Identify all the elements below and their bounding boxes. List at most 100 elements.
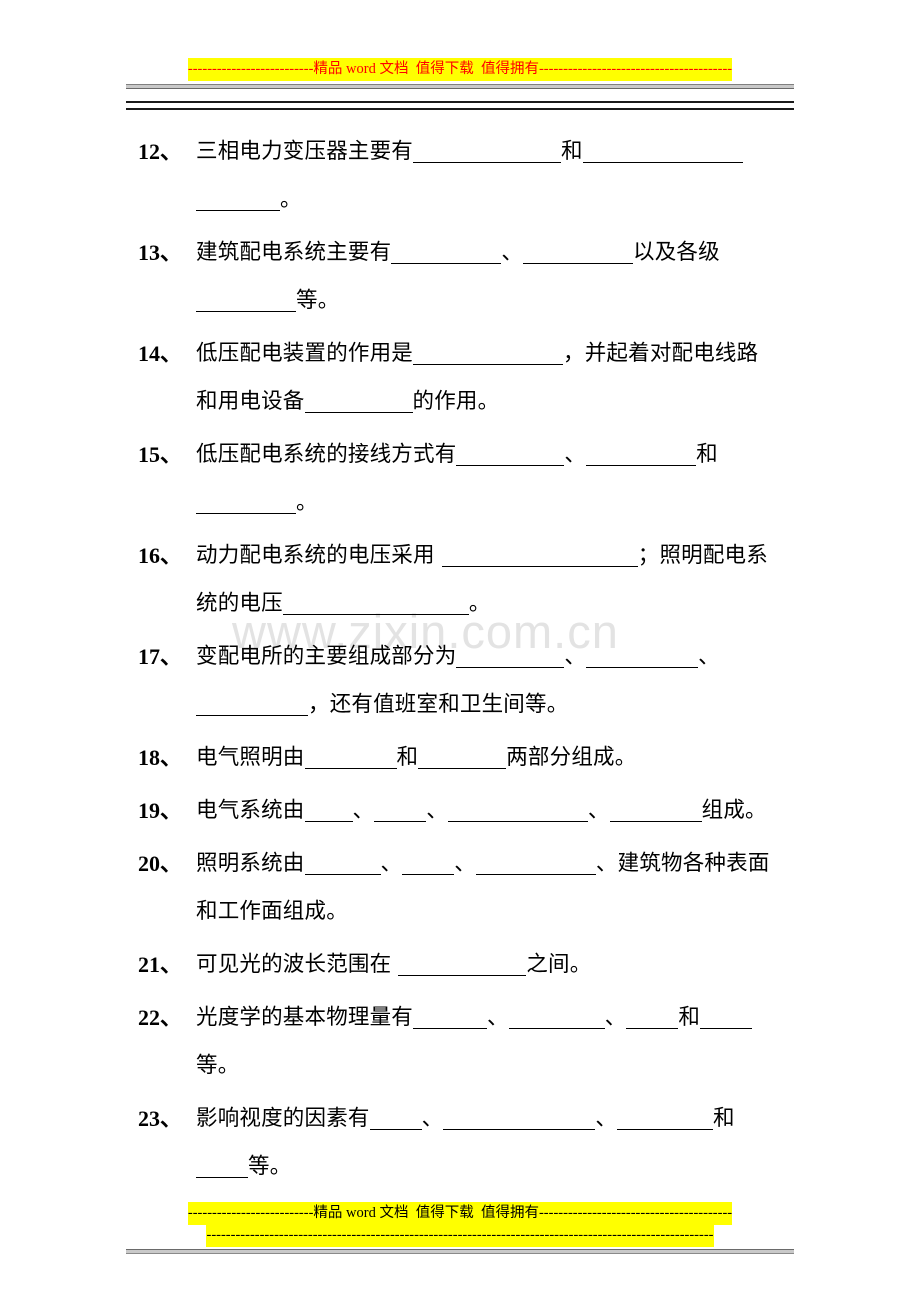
answer-blank[interactable]	[586, 443, 697, 466]
answer-blank[interactable]	[609, 799, 702, 822]
question-text-run: 、	[564, 644, 587, 669]
question-text-run: 影响视度的因素有	[196, 1106, 370, 1131]
question-number: 12、	[138, 139, 183, 164]
answer-blank[interactable]	[626, 1006, 679, 1029]
answer-blank[interactable]	[523, 241, 634, 264]
answer-blank[interactable]	[304, 746, 397, 769]
question-text-run: 照明系统由	[196, 851, 305, 876]
question-text-run: 、	[487, 1005, 509, 1030]
question-item: 13、建筑配电系统主要有、以及各级等。	[0, 229, 920, 325]
question-text-run: 等。	[296, 288, 340, 313]
question-list: 12、三相电力变压器主要有和。13、建筑配电系统主要有、以及各级等。14、低压配…	[0, 128, 920, 1196]
question-text: 电气系统由、、、组成。	[196, 787, 780, 835]
question-text-run: 低压配电装置的作用是	[196, 341, 414, 366]
question-text-run: 的作用。	[412, 389, 500, 414]
answer-blank[interactable]	[398, 953, 527, 976]
question-item: 22、光度学的基本物理量有、、和等。	[0, 994, 920, 1090]
question-text-run: 和	[696, 442, 718, 467]
header-banner-text: --------------------------精品 word 文档 值得下…	[187, 58, 733, 81]
answer-blank[interactable]	[196, 188, 280, 211]
question-text: 可见光的波长范围在 之间。	[196, 941, 780, 989]
answer-blank[interactable]	[456, 645, 565, 668]
question-text-run: 、	[564, 442, 587, 467]
answer-blank[interactable]	[196, 289, 296, 312]
question-item: 17、变配电所的主要组成部分为、、，还有值班室和卫生间等。	[0, 633, 920, 729]
question-text-run: 、	[587, 798, 610, 823]
answer-blank[interactable]	[441, 544, 638, 567]
answer-blank[interactable]	[391, 241, 502, 264]
answer-blank[interactable]	[196, 491, 296, 514]
question-number: 23、	[138, 1106, 183, 1131]
question-item: 23、影响视度的因素有、、和等。	[0, 1095, 920, 1191]
answer-blank[interactable]	[374, 799, 427, 822]
question-number: 22、	[138, 1005, 183, 1030]
question-text-run: 和	[678, 1005, 701, 1030]
answer-blank[interactable]	[304, 799, 353, 822]
answer-blank[interactable]	[617, 1107, 714, 1130]
answer-blank[interactable]	[508, 1006, 605, 1029]
question-text-run: 和	[713, 1106, 735, 1131]
footer-dashes-text: ----------------------------------------…	[206, 1224, 714, 1247]
question-text: 照明系统由、、、建筑物各种表面和工作面组成。	[196, 840, 780, 936]
question-text-run: 等。	[196, 1053, 240, 1078]
header-rule-double	[126, 101, 794, 110]
page-header: --------------------------精品 word 文档 值得下…	[0, 0, 920, 110]
header-banner: --------------------------精品 word 文档 值得下…	[0, 58, 920, 81]
question-text: 动力配电系统的电压采用 ；照明配电系统的电压。	[196, 532, 780, 628]
answer-blank[interactable]	[402, 852, 455, 875]
answer-blank[interactable]	[586, 645, 699, 668]
question-text-run: 三相电力变压器主要有	[196, 139, 414, 164]
question-text-run: 光度学的基本物理量有	[196, 1005, 414, 1030]
question-text-run: 、	[501, 240, 524, 265]
question-number: 21、	[138, 952, 183, 977]
question-number: 17、	[138, 644, 183, 669]
question-text-run: 动力配电系统的电压采用	[196, 543, 442, 568]
question-number: 20、	[138, 851, 183, 876]
answer-blank[interactable]	[582, 140, 743, 163]
question-text-run: 、	[352, 798, 375, 823]
question-text-run: 、建筑物各种表面和工作面组成。	[196, 851, 770, 924]
answer-blank[interactable]	[196, 693, 308, 716]
question-number: 18、	[138, 745, 183, 770]
footer-rule	[126, 1249, 794, 1254]
question-text-run: 以及各级	[633, 240, 720, 265]
answer-blank[interactable]	[413, 140, 562, 163]
question-number: 14、	[138, 341, 183, 366]
answer-blank[interactable]	[418, 746, 507, 769]
answer-blank[interactable]	[413, 342, 564, 365]
question-text-run: 等。	[248, 1154, 292, 1179]
answer-blank[interactable]	[700, 1006, 753, 1029]
question-text-run: 电气照明由	[196, 745, 305, 770]
answer-blank[interactable]	[196, 1155, 248, 1178]
answer-blank[interactable]	[282, 592, 469, 615]
question-text: 光度学的基本物理量有、、和等。	[196, 994, 780, 1090]
answer-blank[interactable]	[304, 390, 413, 413]
answer-blank[interactable]	[413, 1006, 488, 1029]
question-item: 18、电气照明由和两部分组成。	[0, 734, 920, 782]
question-text-run: 可见光的波长范围在	[196, 952, 399, 977]
answer-blank[interactable]	[456, 443, 565, 466]
question-item: 12、三相电力变压器主要有和。	[0, 128, 920, 224]
footer-line-1: --------------------------精品 word 文档 值得下…	[0, 1202, 920, 1225]
answer-blank[interactable]	[475, 852, 596, 875]
answer-blank[interactable]	[369, 1107, 422, 1130]
answer-blank[interactable]	[447, 799, 588, 822]
question-item: 16、动力配电系统的电压采用 ；照明配电系统的电压。	[0, 532, 920, 628]
question-text-run: 、	[698, 644, 720, 669]
question-text-run: ，并起着对配电线路和用电设备	[196, 341, 759, 414]
answer-blank[interactable]	[304, 852, 381, 875]
question-text: 三相电力变压器主要有和。	[196, 128, 780, 224]
question-text-run: 之间。	[526, 952, 592, 977]
answer-blank[interactable]	[443, 1107, 596, 1130]
question-text: 建筑配电系统主要有、以及各级等。	[196, 229, 780, 325]
footer-line-2: ----------------------------------------…	[0, 1224, 920, 1247]
question-item: 14、低压配电装置的作用是，并起着对配电线路和用电设备的作用。	[0, 330, 920, 426]
question-text: 低压配电系统的接线方式有 、 和。	[196, 431, 780, 527]
question-text: 影响视度的因素有、、和等。	[196, 1095, 780, 1191]
question-number: 19、	[138, 798, 183, 823]
question-text-run: 。	[296, 490, 318, 515]
question-text-run: 低压配电系统的接线方式有	[196, 442, 457, 467]
question-text-run: 。	[280, 187, 302, 212]
question-text-run: 、	[380, 851, 403, 876]
